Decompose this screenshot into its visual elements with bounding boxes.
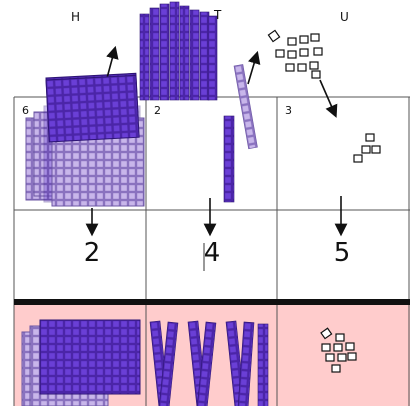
result-unit-cubes: [320, 327, 357, 373]
result-hundreds-flats: [21, 319, 141, 406]
row1-hundreds-flats: [25, 74, 145, 207]
exchange-arrows: [106, 45, 338, 118]
units-answer-digit[interactable]: 5: [333, 238, 351, 268]
hundreds-start-count: 6: [22, 104, 29, 117]
row1-tens-rod: [223, 115, 235, 203]
hundreds-header: H: [71, 10, 81, 24]
units-start-count: 3: [285, 104, 292, 117]
top-tens-rods: [139, 1, 218, 101]
thick-divider: [14, 299, 410, 305]
result-tens-rods: [149, 320, 269, 406]
top-unit-cubes: [267, 29, 323, 79]
tens-answer-digit[interactable]: 4: [203, 238, 221, 268]
units-header: U: [340, 10, 349, 24]
hundreds-answer-digit[interactable]: 2: [83, 238, 101, 268]
top-light-tens-rod: [233, 64, 258, 150]
row1-unit-cubes: [353, 133, 381, 163]
down-arrows: [85, 196, 348, 237]
tens-header: T: [214, 8, 222, 22]
tens-start-count: 2: [154, 104, 161, 117]
